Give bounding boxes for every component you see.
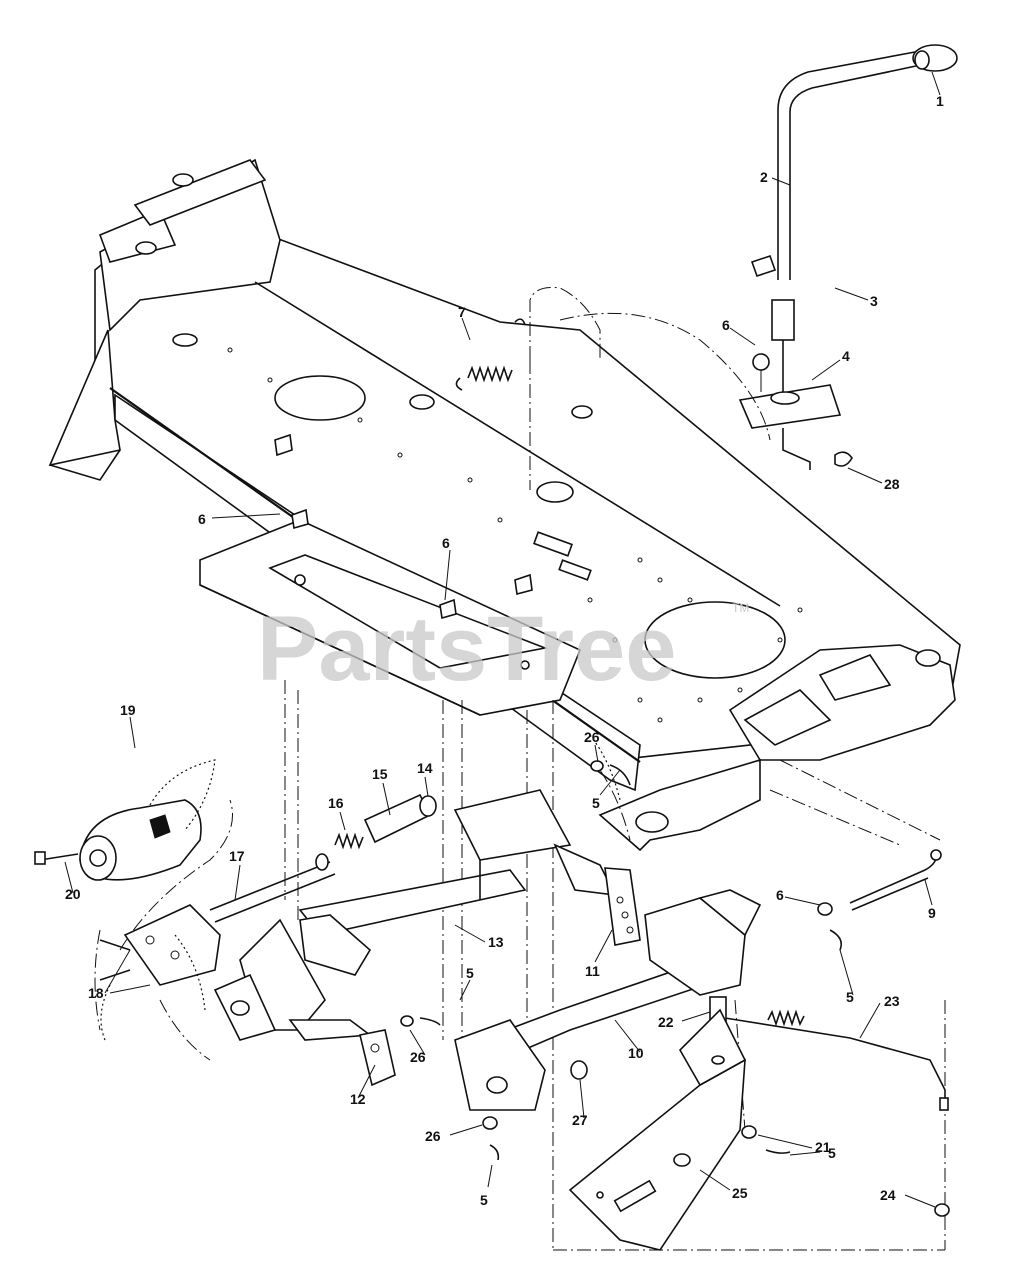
- assembly-lines: [94, 287, 946, 1251]
- callout-21: 21: [815, 1139, 831, 1155]
- callout-24: 24: [880, 1187, 896, 1203]
- watermark: PartsTree: [257, 598, 676, 700]
- callout-3: 3: [870, 293, 878, 309]
- callout-11: 11: [585, 963, 600, 979]
- callout-14: 14: [417, 760, 433, 776]
- callout-19: 19: [120, 702, 136, 718]
- callout-20: 20: [65, 886, 81, 902]
- callout-labels: 1 2 3 4 6 28 7 6 6 19 20 26 5 14 15 16 1…: [65, 93, 944, 1208]
- brake-shaft-assembly: [359, 889, 762, 1111]
- callout-9: 9: [928, 905, 936, 921]
- callout-25: 25: [732, 1185, 748, 1201]
- main-frame: [48, 158, 961, 852]
- lift-handle-assembly: [738, 44, 958, 470]
- callout-leaders: [64, 71, 941, 1208]
- callout-16: 16: [328, 795, 344, 811]
- lift-shaft-assembly: [213, 789, 641, 1041]
- callout-5c: 5: [466, 965, 474, 981]
- callout-2: 2: [760, 169, 768, 185]
- callout-5a: 5: [592, 795, 600, 811]
- callout-28: 28: [884, 476, 900, 492]
- callout-5e: 5: [480, 1192, 488, 1208]
- callout-1: 1: [936, 93, 944, 109]
- callout-12: 12: [350, 1091, 366, 1107]
- spring-sleeve: [315, 793, 437, 871]
- footrest-plate: [199, 519, 582, 716]
- callout-26b: 26: [410, 1049, 426, 1065]
- callout-26c: 26: [425, 1128, 441, 1144]
- callout-5b: 5: [846, 989, 854, 1005]
- wire-harness-hatching: [100, 734, 621, 1041]
- pedal-pad: [34, 799, 202, 881]
- pedal-shaft: [99, 861, 336, 986]
- callout-5d: 5: [828, 1145, 836, 1161]
- callout-6d: 6: [776, 887, 784, 903]
- callout-10: 10: [628, 1045, 644, 1061]
- callout-7: 7: [458, 304, 466, 320]
- callout-27: 27: [572, 1112, 588, 1128]
- hardware: [274, 318, 950, 1217]
- callout-6a: 6: [722, 317, 730, 333]
- frame-holes: [227, 347, 803, 723]
- callout-18: 18: [88, 985, 104, 1001]
- lift-rod: [849, 849, 942, 911]
- callout-23: 23: [884, 993, 900, 1009]
- watermark-trademark: TM: [732, 601, 749, 615]
- pedal-plate: [568, 1008, 747, 1251]
- callout-26a: 26: [584, 729, 600, 745]
- callout-15: 15: [372, 766, 388, 782]
- callout-6b: 6: [198, 511, 206, 527]
- callout-22: 22: [658, 1014, 674, 1030]
- callout-4: 4: [842, 348, 850, 364]
- callout-13: 13: [488, 934, 504, 950]
- callout-17: 17: [229, 848, 245, 864]
- callout-6c: 6: [442, 535, 450, 551]
- brake-rod: [709, 996, 949, 1111]
